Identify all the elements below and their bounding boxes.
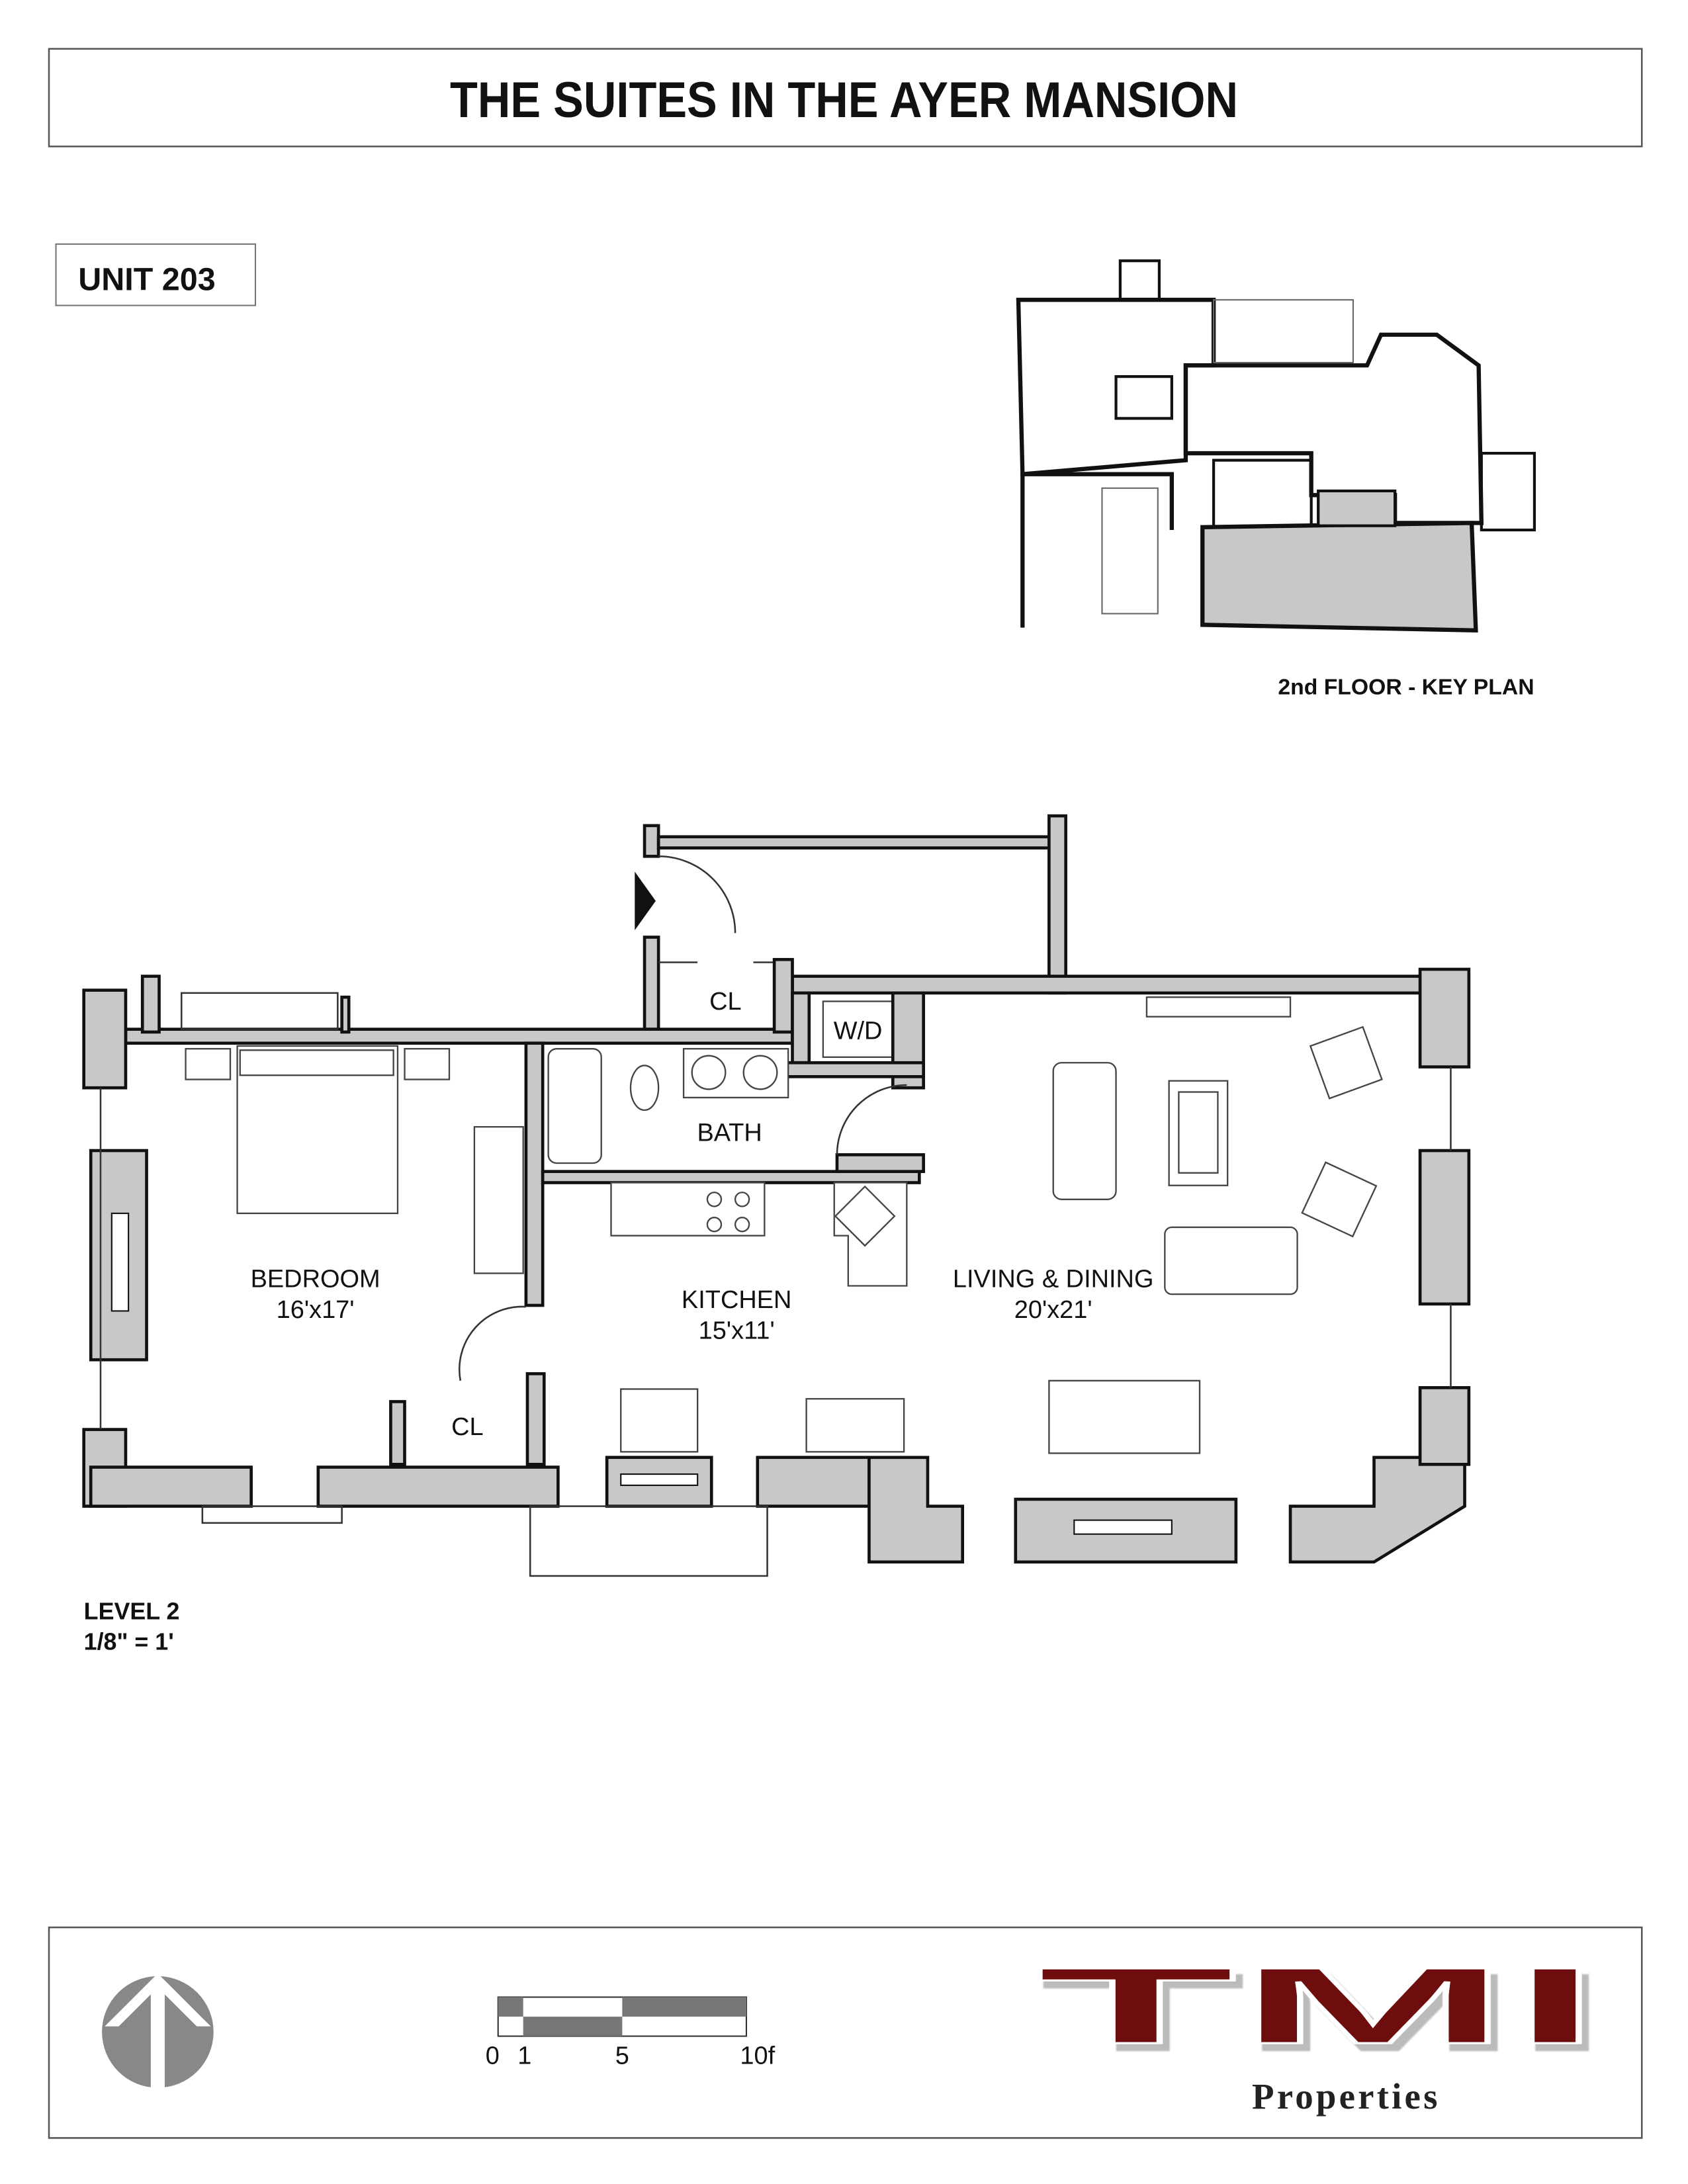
scale-label: 1/8" = 1' [84, 1629, 174, 1655]
living-dining-label: LIVING & DINING [953, 1266, 1154, 1293]
kitchen-size: 15'x11' [699, 1317, 775, 1345]
key-plan-label: 2nd FLOOR - KEY PLAN [1278, 675, 1534, 700]
unit-label: UNIT 203 [78, 261, 215, 297]
bedroom-label: BEDROOM [251, 1266, 380, 1293]
logo-text: TMI [1036, 1944, 1601, 2066]
tmi-logo: TMI Properties [1035, 1944, 1602, 2117]
scale-bar [497, 1996, 747, 2037]
unit-floor-plan [82, 814, 1471, 1577]
north-arrow-icon [102, 1973, 214, 2089]
scale-tick-0: 0 [486, 2042, 500, 2070]
scale-tick-1: 1 [517, 2042, 531, 2070]
kitchen-label: KITCHEN [682, 1286, 792, 1314]
level-label: LEVEL 2 [84, 1598, 180, 1624]
closet-bottom-label: CL [451, 1413, 484, 1441]
scale-tick-10: 10f [740, 2042, 775, 2070]
entry-arrow-icon [635, 871, 656, 930]
page-title: THE SUITES IN THE AYER MANSION [450, 72, 1238, 128]
bath-label: BATH [697, 1119, 762, 1147]
scale-tick-5: 5 [615, 2042, 629, 2070]
closet-top-label: CL [709, 988, 742, 1016]
logo-subtext: Properties [1252, 2076, 1441, 2117]
washer-dryer-label: W/D [834, 1017, 883, 1045]
key-plan [1016, 259, 1536, 633]
footer-box [48, 1926, 1643, 2139]
title-box [48, 48, 1643, 148]
bedroom-size: 16'x17' [277, 1296, 355, 1324]
living-dining-size: 20'x21' [1014, 1296, 1092, 1324]
unit-box [55, 243, 257, 306]
